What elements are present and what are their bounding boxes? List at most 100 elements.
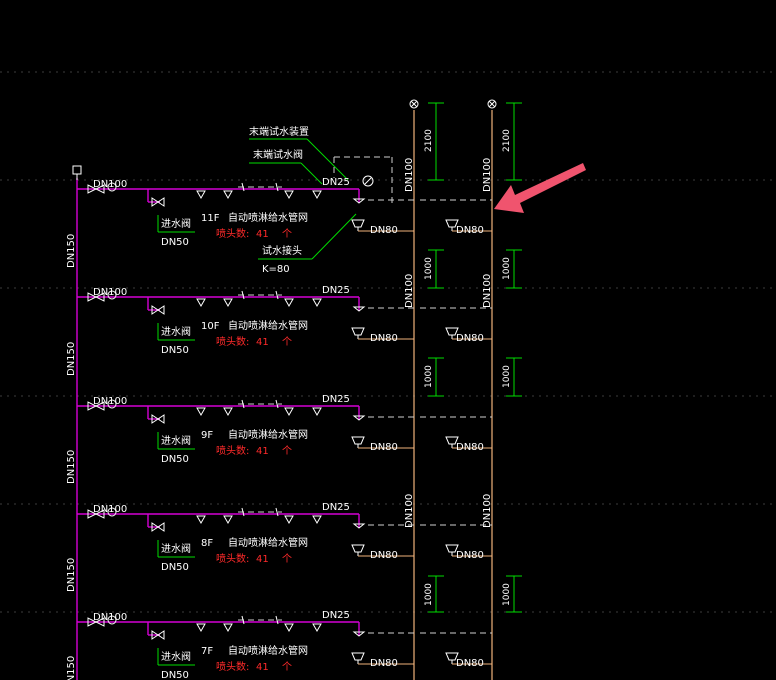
inlet-valve-label: 进水阀 [161, 650, 191, 663]
valve-icon [87, 399, 117, 411]
dim-label: 2100 [502, 129, 512, 152]
inlet-valve-label: 进水阀 [161, 434, 191, 447]
sprinkler-head-icon [196, 298, 206, 308]
valve-icon [151, 630, 165, 640]
sprinkler-head-icon [312, 623, 322, 633]
floor-dim-label: 1000 [424, 583, 434, 606]
valve-icon [151, 522, 165, 532]
sprinkler-head-icon [284, 407, 294, 417]
k-factor-label: K=80 [262, 264, 290, 275]
end-test-device-label: 末端试水装置 [249, 125, 309, 138]
sprinkler-head-icon [223, 623, 233, 633]
floor-label: 11F [201, 213, 220, 224]
sprinkler-head-icon [312, 407, 322, 417]
end-test-valve-label: 末端试水阀 [253, 148, 303, 161]
valve-icon [87, 615, 117, 627]
sprinkler-head-icon [284, 190, 294, 200]
riser-top-valve-icon [72, 165, 82, 180]
floor-drain-icon [351, 436, 414, 449]
head-count-label: 喷头数: [216, 660, 249, 673]
drain-riser-label: DN100 [482, 494, 493, 528]
main-size-label: DN100 [93, 396, 127, 407]
sprinkler-head-icon [223, 407, 233, 417]
branch-size-label: DN50 [161, 237, 189, 248]
floor-label: 9F [201, 430, 213, 441]
drain-size-label: DN80 [456, 333, 484, 344]
inlet-valve-label: 进水阀 [161, 217, 191, 230]
inlet-valve-label: 进水阀 [161, 542, 191, 555]
floor-title: 自动喷淋给水管网 [228, 644, 308, 657]
floor-dim-label: 1000 [502, 365, 512, 388]
valve-icon [87, 290, 117, 302]
drain-size-label: DN80 [370, 442, 398, 453]
branch-size-label: DN50 [161, 454, 189, 465]
head-count-value: 41 [256, 662, 269, 673]
floor-drain-icon [351, 652, 414, 665]
vent-cap-icon [409, 99, 419, 109]
floor-drain-icon [445, 544, 492, 557]
drain-riser-label: DN100 [404, 274, 415, 308]
drain-size-label: DN80 [370, 225, 398, 236]
floor-title: 自动喷淋给水管网 [228, 428, 308, 441]
end-size-label: DN25 [322, 394, 350, 405]
head-count-unit: 个 [282, 661, 292, 673]
floor-dim-label: 1000 [424, 365, 434, 388]
drain-size-label: DN80 [370, 550, 398, 561]
floor-drain-icon [351, 327, 414, 340]
sprinkler-head-icon [196, 190, 206, 200]
drain-size-label: DN80 [370, 333, 398, 344]
sprinkler-head-icon [196, 407, 206, 417]
sprinkler-head-icon [196, 515, 206, 525]
branch-size-label: DN50 [161, 562, 189, 573]
end-size-label: DN25 [322, 502, 350, 513]
drain-size-label: DN80 [370, 658, 398, 669]
sprinkler-head-icon [312, 190, 322, 200]
main-riser-label: DN150 [66, 656, 77, 680]
end-size-label: DN25 [322, 285, 350, 296]
main-size-label: DN100 [93, 504, 127, 515]
drain-size-label: DN80 [456, 442, 484, 453]
drain-riser-label: DN100 [482, 158, 493, 192]
floor-dim-label: 1000 [424, 257, 434, 280]
dimension-top-left: 2100 [424, 102, 444, 181]
drain-size-label: DN80 [456, 658, 484, 669]
sprinkler-head-icon [284, 298, 294, 308]
floor-title: 自动喷淋给水管网 [228, 536, 308, 549]
floor-dim-label: 1000 [502, 257, 512, 280]
head-count-unit: 个 [282, 445, 292, 457]
sprinkler-head-icon [223, 298, 233, 308]
floor-title: 自动喷淋给水管网 [228, 211, 308, 224]
head-count-value: 41 [256, 446, 269, 457]
sprinkler-head-icon [284, 623, 294, 633]
sprinkler-head-icon [223, 515, 233, 525]
test-connector-label: 试水接头 [262, 244, 302, 257]
floor-drain-icon [445, 652, 492, 665]
floor-drain-icon [445, 436, 492, 449]
drain-riser-label: DN100 [404, 158, 415, 192]
pointer-arrow-icon [494, 163, 586, 213]
end-test-annotations: 末端试水装置 末端试水阀 试水接头 K=80 [249, 125, 393, 275]
dimension-top-right: 2100 [502, 102, 522, 181]
valve-icon [87, 182, 117, 194]
head-count-label: 喷头数: [216, 444, 249, 457]
floor-dimensions [428, 249, 522, 613]
sprinkler-head-icon [223, 190, 233, 200]
valve-icon [87, 507, 117, 519]
valve-icon [151, 414, 165, 424]
floor-label: 10F [201, 321, 220, 332]
floor-label: 8F [201, 538, 213, 549]
main-size-label: DN100 [93, 179, 127, 190]
head-count-label: 喷头数: [216, 335, 249, 348]
head-count-unit: 个 [282, 553, 292, 565]
main-riser-label: DN150 [66, 450, 77, 484]
branch-size-label: DN50 [161, 670, 189, 680]
valve-icon [151, 197, 165, 207]
head-count-label: 喷头数: [216, 227, 249, 240]
head-count-unit: 个 [282, 336, 292, 348]
